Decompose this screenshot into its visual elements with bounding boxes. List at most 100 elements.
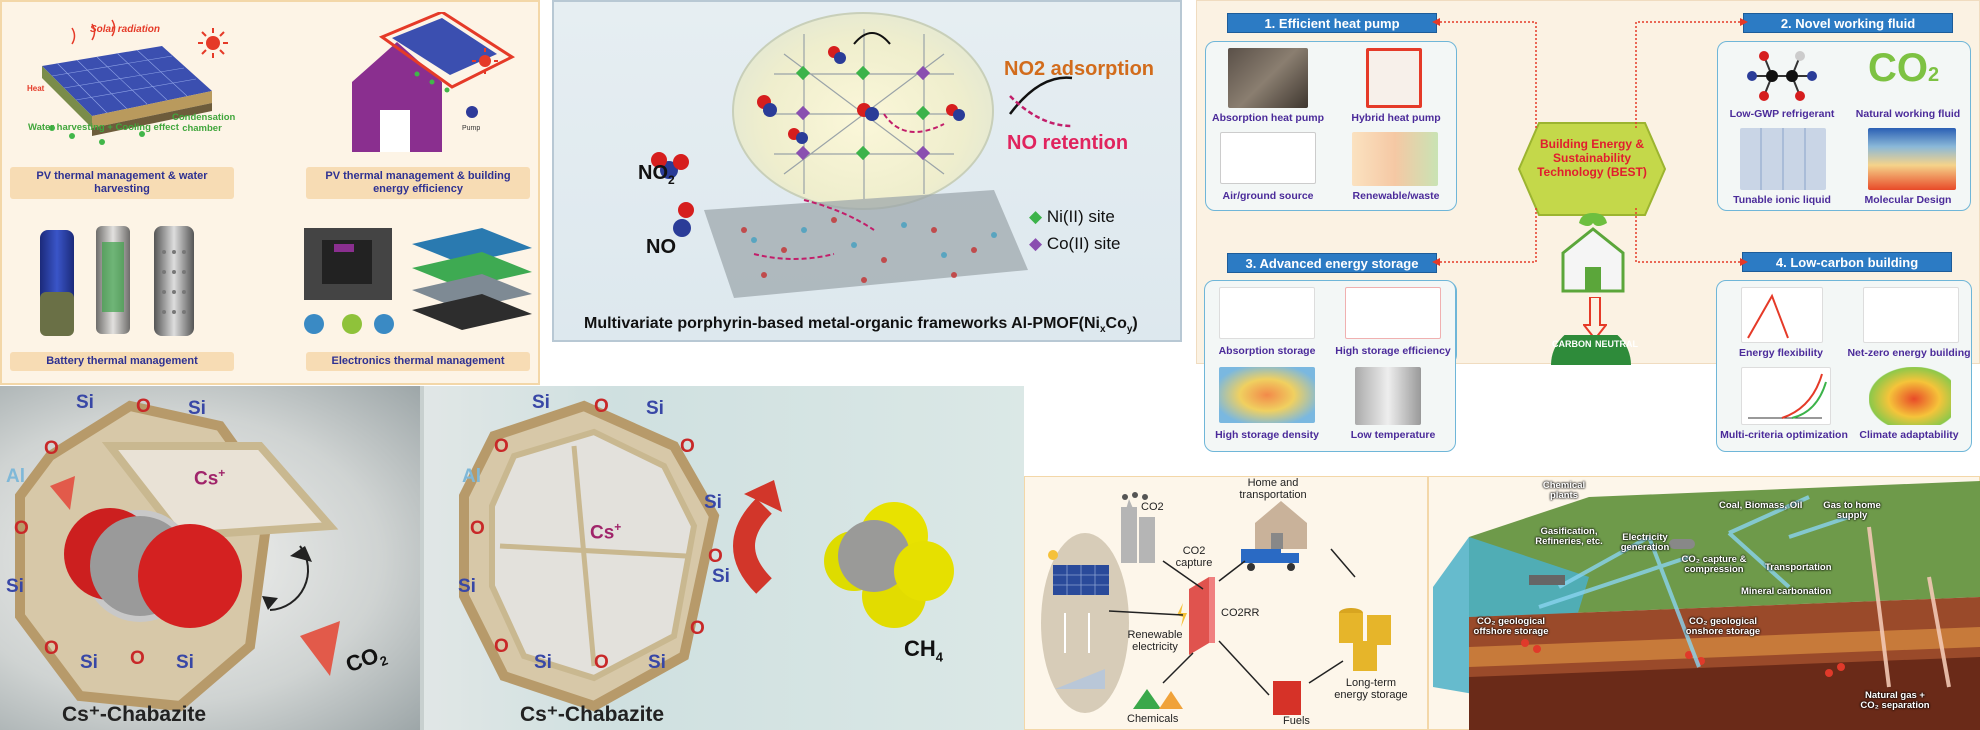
o-atom: O bbox=[44, 638, 59, 659]
no-molecule-icon bbox=[673, 202, 694, 237]
item-energy-flexibility: Energy flexibility bbox=[1738, 347, 1824, 359]
no2-label: NO2 bbox=[638, 162, 675, 187]
carbon-label: CARBON bbox=[1552, 339, 1592, 349]
si-atom: Si bbox=[458, 576, 476, 597]
net-zero-building-diagram bbox=[1863, 287, 1959, 343]
o-atom: O bbox=[136, 396, 151, 417]
si-atom: Si bbox=[646, 398, 664, 419]
co2-source-label: CO2 bbox=[1141, 501, 1164, 513]
mof-panel: NO2 NO NO2 adsorption NO retention ◆ Ni(… bbox=[552, 0, 1182, 342]
no2-adsorption-label: NO2 adsorption bbox=[1004, 58, 1155, 80]
al-atom: Al bbox=[6, 466, 25, 487]
section-1-header: 1. Efficient heat pump bbox=[1227, 13, 1437, 33]
o-atom: O bbox=[690, 618, 705, 639]
item-air-ground-source: Air/ground source bbox=[1222, 190, 1314, 202]
co-site-icon: ◆ bbox=[1029, 234, 1043, 253]
item-tunable-ionic-liquid: Tunable ionic liquid bbox=[1733, 194, 1831, 206]
climate-map bbox=[1869, 367, 1951, 425]
absorption-storage-chart bbox=[1219, 287, 1315, 339]
chabazite-ring-right bbox=[459, 400, 954, 712]
water-harvesting-label: Water harvesting + Cooling effect bbox=[28, 122, 179, 133]
long-term-storage-label: Long-term energy storage bbox=[1334, 677, 1408, 701]
item-absorption-storage-label: Absorption storage bbox=[1218, 345, 1316, 357]
si-atom: Si bbox=[76, 392, 94, 413]
chabazite-divider bbox=[420, 386, 424, 730]
co2-natural-fluid-icon: CO2 bbox=[1868, 46, 1940, 90]
o-atom: O bbox=[130, 648, 145, 669]
co2rr-panel: CO2 Home and transportation CO2 capture … bbox=[1024, 476, 1428, 730]
electronics-illustration bbox=[304, 228, 532, 334]
si-atom: Si bbox=[188, 398, 206, 419]
caption-pv-building: PV thermal management & building energy … bbox=[306, 167, 530, 199]
item-low-gwp-refrigerant: Low-GWP refrigerant bbox=[1729, 108, 1835, 120]
energy-flexibility-chart bbox=[1741, 287, 1823, 343]
geo-offshore-storage: CO₂ geological offshore storage bbox=[1473, 616, 1549, 637]
o-atom: O bbox=[594, 396, 609, 417]
neutral-label: NEUTRAL bbox=[1595, 339, 1638, 349]
al-atom: Al bbox=[462, 466, 481, 487]
o-atom: O bbox=[14, 518, 29, 539]
best-panel: 1. Efficient heat pump Absorption heat p… bbox=[1196, 0, 1980, 365]
si-atom: Si bbox=[648, 652, 666, 673]
si-atom: Si bbox=[712, 566, 730, 587]
o-atom: O bbox=[594, 652, 609, 673]
chemicals-label: Chemicals bbox=[1127, 713, 1179, 725]
hybrid-heat-pump-diagram bbox=[1366, 48, 1422, 108]
o-atom: O bbox=[680, 436, 695, 457]
si-atom: Si bbox=[534, 652, 552, 673]
house-pv-illustration: Pump bbox=[352, 12, 516, 152]
fuels-label: Fuels bbox=[1283, 715, 1310, 727]
cs-chabazite-label-right: Cs⁺-Chabazite bbox=[520, 703, 665, 726]
co2rr-diagram bbox=[1041, 492, 1391, 715]
co2rr-label: CO2RR bbox=[1221, 607, 1260, 619]
item-climate-adaptability: Climate adaptability bbox=[1859, 429, 1959, 441]
no2-molecule-icon bbox=[651, 152, 689, 179]
geo-gasification-refineries: Gasification, Refineries, etc. bbox=[1535, 526, 1603, 547]
caption-battery: Battery thermal management bbox=[10, 352, 234, 371]
section-3-full-box: Absorption storage High storage efficien… bbox=[1204, 280, 1456, 452]
sun-icon-2 bbox=[472, 48, 498, 74]
carbon-neutral-badge bbox=[1551, 335, 1631, 365]
item-molecular-design: Molecular Design bbox=[1864, 194, 1952, 206]
item-high-storage-density: High storage density bbox=[1215, 429, 1319, 441]
mof-magnified-lens bbox=[732, 12, 994, 210]
chabazite-ring-left bbox=[15, 400, 340, 712]
condensation-chamber-label: Condensation chamber bbox=[172, 112, 236, 134]
ch4-label: CH4 bbox=[904, 636, 944, 665]
geo-co2-capture: CO₂ capture & compression bbox=[1681, 554, 1747, 575]
cs-cation-right: Cs+ bbox=[590, 520, 622, 544]
tunable-ionic-liquid-chart bbox=[1740, 128, 1826, 190]
geo-chemical-plants: Chemical plants bbox=[1542, 480, 1586, 501]
renewable-electricity-label: Renewable electricity bbox=[1127, 629, 1183, 653]
best-connectors bbox=[1432, 18, 1748, 266]
cs-chabazite-label-left: Cs⁺-Chabazite bbox=[62, 703, 207, 726]
adsorption-arrows bbox=[1009, 76, 1073, 128]
best-center-label: Building Energy & Sustainability Technol… bbox=[1537, 137, 1647, 179]
geo-electricity: Electricity generation bbox=[1620, 532, 1670, 553]
si-atom: Si bbox=[532, 392, 550, 413]
ni-site-legend: ◆ Ni(II) site bbox=[1029, 207, 1115, 226]
item-renewable-waste: Renewable/waste bbox=[1352, 190, 1440, 202]
geo-natural-gas-separation: Natural gas + CO₂ separation bbox=[1860, 690, 1930, 711]
geo-transportation: Transportation bbox=[1765, 562, 1832, 573]
high-storage-density-chart bbox=[1219, 367, 1315, 423]
mof-caption: Multivariate porphyrin-based metal-organ… bbox=[584, 315, 1138, 336]
home-transport-label: Home and transportation bbox=[1239, 477, 1307, 501]
item-absorption-heat-pump: Absorption heat pump bbox=[1212, 112, 1324, 124]
item-low-temperature: Low temperature bbox=[1350, 429, 1436, 441]
low-temperature-machine bbox=[1355, 367, 1421, 425]
pv-water-harvesting-illustration: Heat bbox=[27, 19, 212, 145]
co2-capture-label: CO2 capture bbox=[1175, 545, 1213, 569]
cs-cation-left: Cs+ bbox=[194, 466, 226, 490]
air-ground-source-diagram bbox=[1220, 132, 1316, 184]
section-4-box: Energy flexibility Net-zero energy build… bbox=[1716, 280, 1972, 452]
renewable-waste-diagram bbox=[1352, 132, 1438, 186]
geo-mineral-carbonation: Mineral carbonation bbox=[1741, 586, 1832, 597]
geo-gas-to-home: Gas to home supply bbox=[1823, 500, 1881, 521]
green-house-icon bbox=[1561, 213, 1625, 293]
geology-diagram bbox=[1433, 481, 1980, 730]
mof-framework-slab bbox=[704, 190, 1028, 298]
down-arrow-icon bbox=[1583, 297, 1607, 341]
low-gwp-molecule-icon bbox=[1747, 51, 1817, 101]
o-atom: O bbox=[44, 438, 59, 459]
